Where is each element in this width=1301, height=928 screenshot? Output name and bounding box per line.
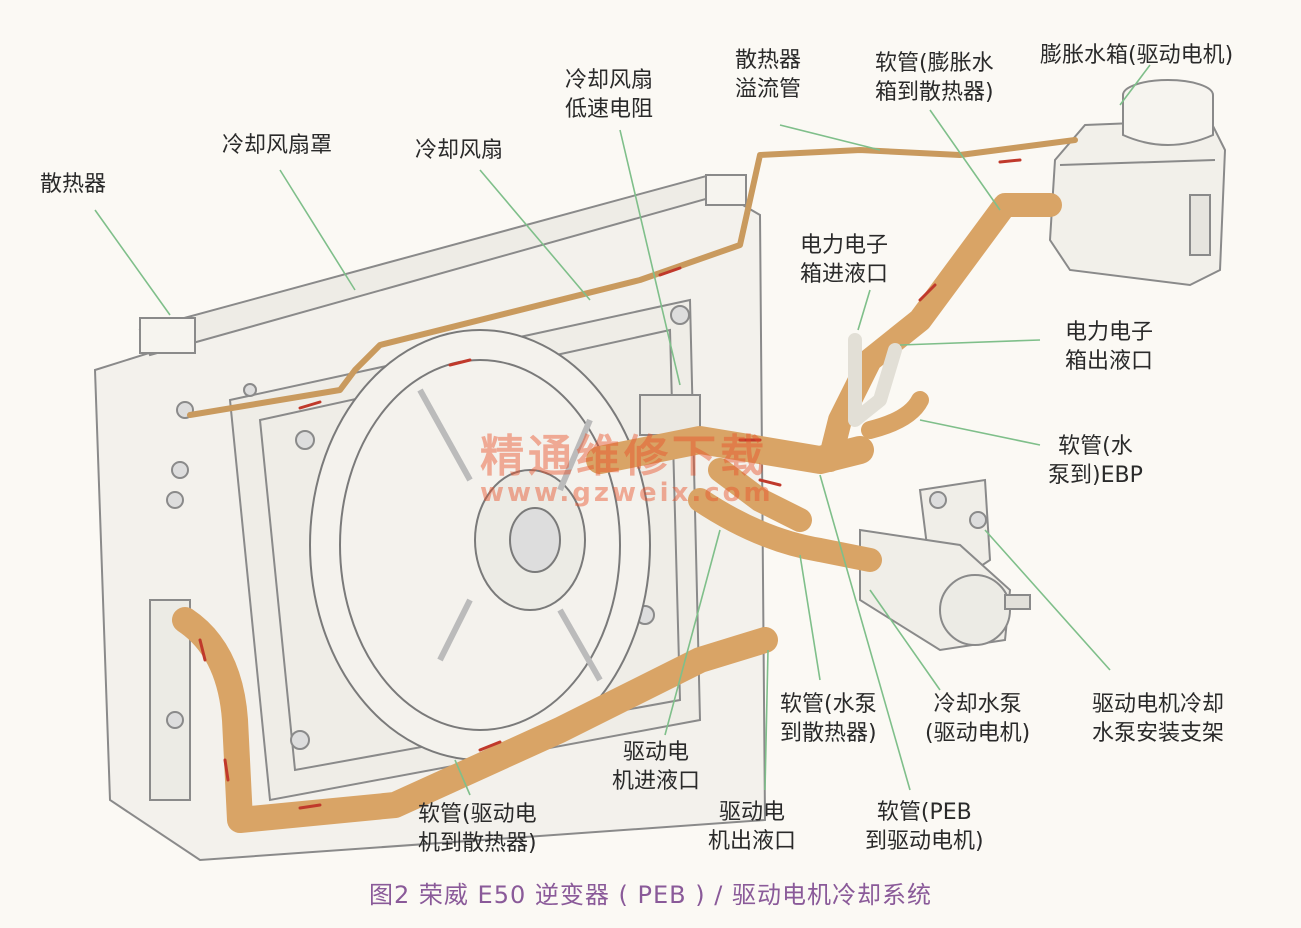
label-fan-shroud: 冷却风扇罩 bbox=[222, 133, 333, 158]
label-coolant-pump: 冷却水泵(驱动电机) bbox=[925, 692, 1031, 746]
label-hose-motor-to-rad: 软管(驱动电机到散热器) bbox=[418, 802, 537, 856]
label-fan-resistor: 冷却风扇低速电阻 bbox=[565, 68, 654, 122]
label-pe-box-outlet: 电力电子箱出液口 bbox=[1065, 320, 1154, 374]
label-pe-box-inlet: 电力电子箱进液口 bbox=[800, 233, 889, 287]
fan bbox=[309, 329, 651, 761]
coolant-pump bbox=[859, 478, 1031, 652]
watermark-url: www.gzweix.com bbox=[480, 478, 774, 508]
label-motor-outlet: 驱动电机出液口 bbox=[708, 800, 797, 854]
label-hose-pump-to-rad: 软管(水泵到散热器) bbox=[780, 692, 877, 746]
label-hose-exp-to-rad: 软管(膨胀水箱到散热器) bbox=[875, 51, 994, 105]
label-fan: 冷却风扇 bbox=[415, 138, 504, 163]
label-expansion-tank: 膨胀水箱(驱动电机) bbox=[1040, 43, 1234, 68]
label-radiator: 散热器 bbox=[40, 172, 107, 197]
label-hose-pump-to-ebp: 软管(水泵到)EBP bbox=[1048, 434, 1143, 488]
leader-lines bbox=[94, 64, 1151, 796]
hoses bbox=[172, 137, 1078, 833]
label-motor-inlet: 驱动电机进液口 bbox=[612, 740, 701, 794]
figure-caption: 图2 荣威 E50 逆变器 ( PEB ) / 驱动电机冷却系统 bbox=[369, 881, 932, 909]
label-pump-bracket: 驱动电机冷却水泵安装支架 bbox=[1092, 692, 1225, 746]
label-radiator-overflow: 散热器溢流管 bbox=[735, 48, 802, 102]
expansion-tank bbox=[1048, 79, 1227, 287]
watermark-main: 精通维修下载 bbox=[480, 431, 768, 482]
